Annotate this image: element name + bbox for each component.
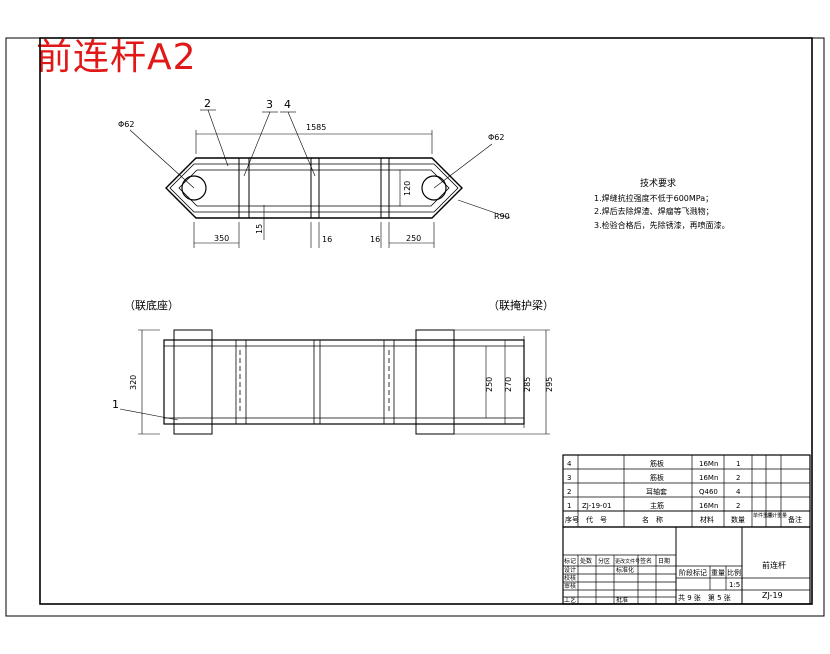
part-material: 16Mn [699, 502, 718, 510]
tech-req-item: 3.检验合格后，先除锈漆，再喷面漆。 [594, 220, 730, 230]
part-material: 16Mn [699, 474, 718, 482]
dim-right-offset: 250 [406, 234, 421, 243]
left-hole [181, 175, 207, 201]
header-no: 序号 [565, 515, 579, 524]
scale-value: 1:5 [729, 581, 740, 589]
plan-view [129, 109, 511, 248]
dim-rib-a: 16 [322, 235, 332, 244]
part-name: 耳轴套 [646, 487, 667, 496]
callout-2: 2 [204, 97, 211, 110]
header-total-weight: 总计重量 [767, 512, 787, 519]
part-qty: 1 [736, 460, 740, 468]
header-qty: 数量 [731, 515, 745, 524]
rev-header: 日期 [658, 557, 670, 565]
part-material: 16Mn [699, 460, 718, 468]
right-hole [421, 175, 447, 201]
parts-list [562, 454, 811, 528]
inner-frame [39, 37, 813, 605]
dim-270: 270 [504, 377, 513, 392]
part-name: 筋板 [650, 473, 664, 482]
sheet-title: 前连杆A2 [36, 37, 197, 78]
tech-req-heading: 技术要求 [640, 177, 676, 189]
role-process: 工艺 [564, 596, 576, 604]
part-name: 主筋 [650, 501, 664, 510]
sheet-count: 共 9 张 第 5 张 [678, 593, 731, 602]
part-qty: 2 [736, 502, 740, 510]
header-code: 代 号 [586, 515, 607, 524]
dim-left-hole: Φ62 [118, 120, 134, 129]
dim-left-offset: 350 [214, 234, 229, 243]
dim-left-height: 320 [129, 375, 138, 390]
callout-1: 1 [112, 398, 119, 411]
tech-req-item: 1.焊缝抗拉强度不低于600MPa； [594, 193, 713, 203]
part-no: 1 [567, 502, 571, 510]
rev-header: 标记 [564, 557, 576, 565]
header-remark: 备注 [788, 515, 802, 524]
part-no: 4 [567, 460, 572, 468]
part-qty: 4 [736, 488, 741, 496]
parts-list-header: 序号 代 号 名 称 材料 数量 单件重量 总计重量 备注 [565, 512, 802, 524]
part-name: 筋板 [650, 459, 664, 468]
rev-header: 更改文件号 [615, 558, 640, 565]
drawing-number: ZJ-19 [762, 591, 783, 600]
dim-plate-gap: 15 [255, 224, 264, 234]
dim-height: 120 [403, 181, 412, 196]
rev-header: 分区 [598, 557, 610, 565]
rev-header: 处数 [580, 557, 592, 565]
part-material: Q460 [699, 488, 718, 496]
title-block-text: 标记 处数 分区 更改文件号 签名 日期 设计 校核 审核 工艺 标准化 批准 … [564, 557, 786, 604]
parts-list-rows: 4 筋板 16Mn 1 3 筋板 16Mn 2 2 耳轴套 Q460 4 1 Z… [567, 459, 741, 510]
role-design: 设计 [564, 566, 576, 574]
part-name-title: 前连杆 [762, 560, 786, 570]
rev-header: 签名 [640, 557, 652, 565]
elevation-view [119, 329, 550, 435]
dim-250: 250 [485, 377, 494, 392]
dim-285: 285 [523, 377, 532, 392]
scale-label: 比例 [727, 568, 741, 577]
part-no: 2 [567, 488, 571, 496]
tech-req-item: 2.焊后去除焊渣、焊瘤等飞溅物； [594, 206, 714, 216]
title-block [562, 526, 811, 605]
callout-3: 3 [266, 98, 273, 111]
header-name: 名 称 [642, 515, 663, 524]
standardization-label: 标准化 [616, 566, 634, 574]
header-unit-weight: 单件重量 [753, 512, 773, 519]
label-base-connection: （联底座） [124, 298, 179, 312]
part-no: 3 [567, 474, 571, 482]
weight-label: 重量 [711, 569, 725, 577]
role-check: 校核 [564, 574, 576, 582]
label-shield-beam-connection: （联掩护梁） [488, 298, 554, 312]
stage-label: 阶段标记 [679, 568, 707, 577]
dim-right-hole: Φ62 [488, 133, 504, 142]
role-review: 审核 [564, 582, 576, 590]
header-material: 材料 [700, 515, 714, 524]
dim-overall-length: 1585 [306, 123, 326, 132]
part-qty: 2 [736, 474, 740, 482]
dim-295: 295 [545, 377, 554, 392]
approve-label: 批准 [616, 596, 628, 604]
dim-radius: R90 [494, 212, 510, 221]
dim-rib-b: 16 [370, 235, 380, 244]
part-code: ZJ-19-01 [582, 502, 611, 510]
callout-4: 4 [284, 98, 291, 111]
